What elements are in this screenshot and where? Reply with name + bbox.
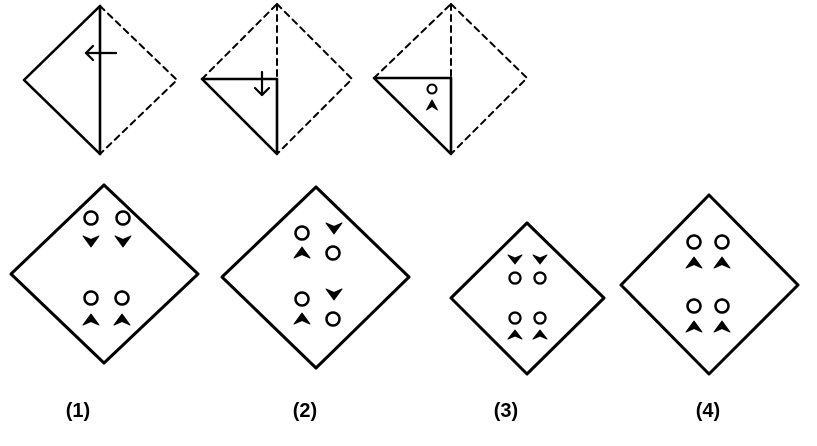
- option-3-square: [449, 221, 606, 376]
- arrowhead-up: [82, 313, 100, 326]
- circle-mark: [714, 234, 730, 250]
- arrowhead-down: [325, 288, 343, 301]
- arrowhead-up: [685, 256, 703, 269]
- circle-mark: [294, 291, 310, 307]
- circle-mark: [325, 311, 341, 327]
- dashed-top-left-edge: [201, 3, 278, 80]
- circle-mark: [83, 290, 99, 306]
- dashed-right-half: [99, 5, 178, 155]
- option-3: [449, 221, 606, 376]
- option-4: [619, 193, 800, 376]
- arrowhead-down: [532, 254, 548, 265]
- fold-down-arrow: [253, 70, 271, 97]
- circle-mark: [294, 225, 310, 241]
- option-2: [220, 185, 411, 370]
- option-1-square: [9, 183, 200, 365]
- circle-mark: [533, 271, 547, 285]
- circle-mark: [83, 210, 99, 226]
- option-1: [9, 183, 200, 365]
- folded-left-half: [22, 4, 102, 156]
- folded-quarter: [200, 77, 279, 156]
- dashed-top-left-edge: [373, 3, 452, 79]
- option-4-square: [619, 193, 800, 376]
- arrowhead-down: [114, 235, 132, 248]
- option-4-label: (4): [696, 400, 720, 422]
- arrowhead-up: [507, 329, 523, 340]
- arrowhead-up: [532, 329, 548, 340]
- circle-mark: [686, 234, 702, 250]
- fold-step-3: [372, 3, 528, 156]
- dashed-right-half: [450, 3, 528, 155]
- arrowhead-down: [507, 254, 523, 265]
- arrowhead-up: [293, 246, 311, 259]
- fold-step-1: [22, 4, 178, 156]
- circle-mark: [686, 298, 702, 314]
- arrowhead-up: [685, 320, 703, 333]
- arrowhead-down: [325, 222, 343, 235]
- option-3-label: (3): [494, 400, 518, 422]
- arrowhead-down: [82, 235, 100, 248]
- punched-circle: [426, 83, 438, 95]
- circle-mark: [714, 298, 730, 314]
- arrowhead-up: [113, 313, 131, 326]
- circle-mark: [508, 271, 522, 285]
- arrowhead-up: [713, 256, 731, 269]
- punched-arrowhead-up: [426, 99, 438, 111]
- folded-quarter: [372, 76, 453, 156]
- option-2-label: (2): [293, 400, 317, 422]
- option-2-square: [220, 185, 411, 370]
- fold-step-2: [200, 3, 353, 156]
- circle-mark: [325, 245, 341, 261]
- fold-left-arrow: [84, 44, 118, 62]
- circle-mark: [533, 311, 547, 325]
- arrowhead-up: [293, 312, 311, 325]
- option-1-label: (1): [66, 400, 90, 422]
- dashed-right-half: [276, 3, 353, 155]
- circle-mark: [115, 210, 131, 226]
- circle-mark: [508, 311, 522, 325]
- circle-mark: [114, 290, 130, 306]
- arrowhead-up: [713, 320, 731, 333]
